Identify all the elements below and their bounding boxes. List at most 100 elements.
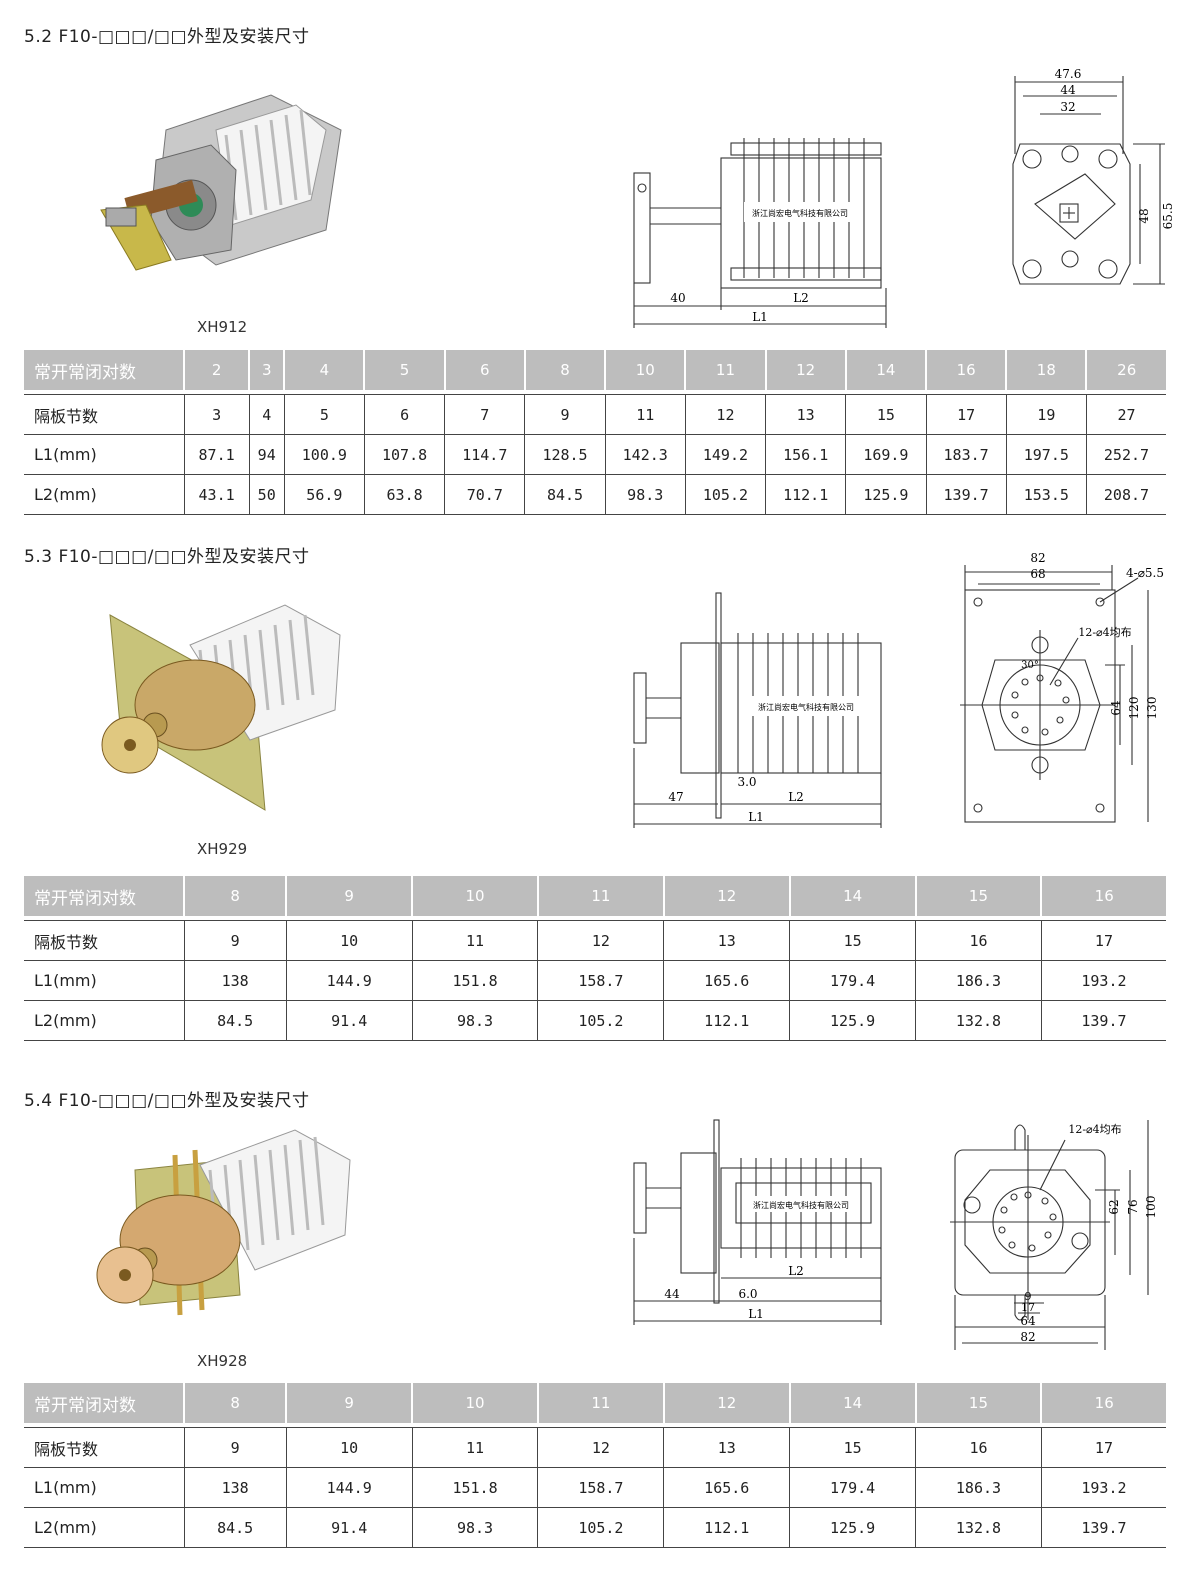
- table-row: L2(mm) 84.5 91.4 98.3 105.2 112.1 125.9 …: [24, 1000, 1166, 1041]
- dim-12-holes: 12-⌀4均布: [1068, 1123, 1121, 1136]
- row-label: 隔板节数: [24, 920, 185, 961]
- table-cell: 112.1: [765, 474, 847, 515]
- header-cell: 14: [845, 350, 928, 390]
- table-cell: 114.7: [444, 434, 526, 475]
- table-row: L1(mm) 138 144.9 151.8 158.7 165.6 179.4…: [24, 960, 1166, 1001]
- dim-30-deg: 30°: [1021, 660, 1039, 671]
- table-cell: 50: [249, 474, 285, 515]
- table-cell: 15: [789, 1427, 917, 1468]
- header-label: 常开常闭对数: [24, 350, 185, 390]
- product-photo-xh928: [96, 1129, 351, 1316]
- table-cell: 208.7: [1086, 474, 1166, 515]
- table-header-row: 常开常闭对数 2 3 4 5 6 8 10 11 12 14 16 18 26: [24, 350, 1166, 390]
- table-row: 隔板节数 9 10 11 12 13 15 16 17: [24, 920, 1166, 961]
- table-cell: 27: [1086, 394, 1166, 435]
- table-cell: 156.1: [765, 434, 847, 475]
- table-cell: 107.8: [364, 434, 446, 475]
- dim-9: 9: [1025, 1290, 1032, 1303]
- row-label: L2(mm): [24, 1000, 185, 1041]
- dim-47: 47: [668, 790, 683, 804]
- row-label: 隔板节数: [24, 394, 185, 435]
- table-cell: 7: [444, 394, 526, 435]
- header-label: 常开常闭对数: [24, 1383, 185, 1423]
- table-cell: 186.3: [915, 960, 1042, 1001]
- drawing-company-text: 浙江尚宏电气科技有限公司: [752, 208, 848, 218]
- dim-l2: L2: [793, 291, 809, 305]
- table-cell: 13: [765, 394, 847, 435]
- table-cell: 13: [663, 920, 791, 961]
- table-row: L2(mm) 43.1 50 56.9 63.8 70.7 84.5 98.3 …: [24, 474, 1166, 515]
- header-cell: 9: [286, 876, 414, 916]
- table-cell: 4: [249, 394, 285, 435]
- header-cell: 8: [184, 1383, 288, 1423]
- table-cell: 94: [249, 434, 285, 475]
- table-cell: 158.7: [537, 1467, 665, 1508]
- table-cell: 17: [926, 394, 1007, 435]
- table-cell: 153.5: [1006, 474, 1087, 515]
- table-cell: 125.9: [845, 474, 927, 515]
- header-cell: 11: [537, 876, 665, 916]
- table-cell: 105.2: [685, 474, 767, 515]
- table-cell: 91.4: [286, 1507, 413, 1548]
- table-cell: 12: [537, 920, 665, 961]
- table-cell: 3: [184, 394, 250, 435]
- table-cell: 142.3: [605, 434, 686, 475]
- table-cell: 11: [412, 1427, 539, 1468]
- table-cell: 100.9: [284, 434, 365, 475]
- table-cell: 138: [184, 960, 287, 1001]
- table-cell: 98.3: [412, 1000, 539, 1041]
- front-view-drawing-xh929: 82 68 4-⌀5.5 12-⌀4均布 30° 64 120 130: [960, 551, 1164, 823]
- header-cell: 8: [184, 876, 288, 916]
- header-cell: 2: [184, 350, 251, 390]
- dim-64: 64: [1020, 1314, 1036, 1328]
- dim-l2: L2: [788, 1264, 804, 1278]
- front-view-drawing-xh928: 12-⌀4均布 62 76 100 9 17 64 82: [950, 1120, 1158, 1350]
- table-cell: 193.2: [1041, 1467, 1166, 1508]
- dim-120: 120: [1127, 697, 1141, 720]
- table-cell: 165.6: [663, 1467, 791, 1508]
- table-cell: 112.1: [663, 1507, 791, 1548]
- dim-44: 44: [1060, 83, 1076, 97]
- table-cell: 16: [915, 1427, 1042, 1468]
- header-label: 常开常闭对数: [24, 876, 185, 916]
- section-title-5-3: 5.3 F10-□□□/□□外型及安装尺寸: [24, 547, 310, 567]
- dim-6-0: 6.0: [738, 1287, 757, 1301]
- section-title-5-4: 5.4 F10-□□□/□□外型及安装尺寸: [24, 1091, 310, 1111]
- dim-3-0: 3.0: [737, 775, 756, 789]
- table-cell: 15: [789, 920, 917, 961]
- table-cell: 197.5: [1006, 434, 1087, 475]
- header-cell: 10: [605, 350, 687, 390]
- row-label: L1(mm): [24, 1467, 185, 1508]
- header-cell: 18: [1006, 350, 1088, 390]
- header-cell: 8: [524, 350, 607, 390]
- header-cell: 14: [789, 876, 917, 916]
- table-cell: 138: [184, 1467, 287, 1508]
- table-row: 隔板节数 9 10 11 12 13 15 16 17: [24, 1427, 1166, 1468]
- table-cell: 98.3: [412, 1507, 539, 1548]
- drawing-company-text: 浙江尚宏电气科技有限公司: [758, 702, 854, 712]
- table-cell: 10: [286, 920, 413, 961]
- table-cell: 125.9: [789, 1507, 917, 1548]
- table-cell: 149.2: [685, 434, 767, 475]
- table-cell: 165.6: [663, 960, 791, 1001]
- dim-l2: L2: [788, 790, 804, 804]
- table-cell: 5: [284, 394, 365, 435]
- table-cell: 9: [184, 920, 287, 961]
- dim-48: 48: [1137, 208, 1151, 223]
- table-cell: 112.1: [663, 1000, 791, 1041]
- row-label: L2(mm): [24, 474, 185, 515]
- table-cell: 193.2: [1041, 960, 1166, 1001]
- dim-82: 82: [1030, 551, 1045, 565]
- dim-l1: L1: [752, 310, 768, 324]
- table-header-row: 常开常闭对数 8 9 10 11 12 14 15 16: [24, 1383, 1166, 1423]
- table-cell: 10: [286, 1427, 413, 1468]
- header-cell: 15: [915, 876, 1043, 916]
- dim-32: 32: [1060, 100, 1075, 114]
- switch-body: [150, 94, 342, 266]
- section-title-5-2: 5.2 F10-□□□/□□外型及安装尺寸: [24, 27, 310, 47]
- side-view-drawing-xh928: 浙江尚宏电气科技有限公司 44 6.0 L2 L1: [633, 1119, 882, 1325]
- side-view-drawing-xh929: 浙江尚宏电气科技有限公司 47 3.0 L2 L1: [633, 592, 882, 828]
- table-row: L1(mm) 87.1 94 100.9 107.8 114.7 128.5 1…: [24, 434, 1166, 475]
- dim-68: 68: [1030, 567, 1045, 581]
- table-cell: 17: [1041, 920, 1166, 961]
